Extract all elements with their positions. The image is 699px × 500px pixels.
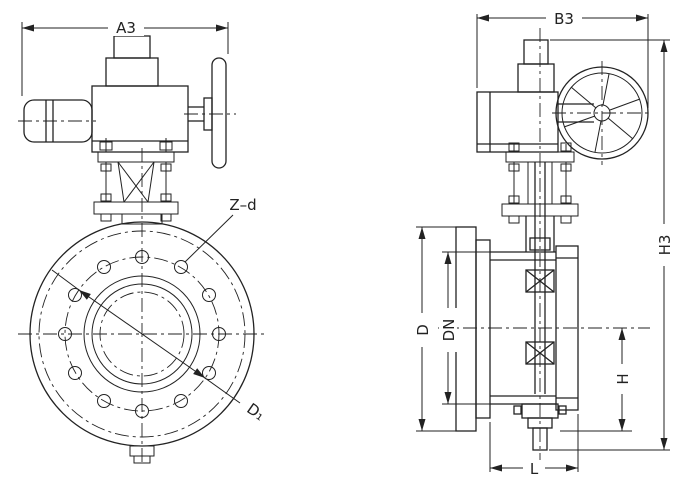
bolt-callout: Z–d xyxy=(184,196,257,263)
actuator-front xyxy=(23,35,227,169)
dimension-dn: DN xyxy=(439,251,490,405)
dim-label-h: H xyxy=(614,373,632,384)
handwheel-hub-side xyxy=(593,104,611,122)
front-view: A3 Z–d D₁ xyxy=(18,19,268,464)
handwheel-front xyxy=(211,57,227,169)
actuator-side xyxy=(476,39,594,153)
dim-label-h3: H3 xyxy=(656,235,674,256)
dim-label-d1: D₁ xyxy=(244,399,269,424)
dimension-d1: D₁ xyxy=(51,269,269,424)
bolt-callout-label: Z–d xyxy=(229,196,256,214)
mounting-bracket-side xyxy=(501,142,579,224)
valve-body-side xyxy=(455,162,579,451)
dimension-b3: B3 xyxy=(476,10,649,108)
mounting-bracket-front xyxy=(93,138,179,225)
packing-gland xyxy=(529,237,551,251)
handwheel-rim xyxy=(555,66,649,160)
dim-label-a3: A3 xyxy=(116,19,136,37)
dim-label-dn: DN xyxy=(440,319,458,342)
handwheel-side xyxy=(552,61,652,165)
lower-hub-bearing xyxy=(525,341,555,365)
dimension-h: H xyxy=(560,328,632,432)
drain-boss xyxy=(129,445,155,464)
upper-hub-bearing xyxy=(525,269,555,293)
dim-label-b3: B3 xyxy=(554,10,574,28)
dimension-h3: H3 xyxy=(549,39,674,451)
side-view: B3 H3 D DN xyxy=(413,10,674,478)
dimension-d: D xyxy=(413,226,456,432)
handwheel-spoke xyxy=(609,98,641,111)
dim-label-d: D xyxy=(414,324,432,336)
dimension-a3: A3 xyxy=(21,19,229,96)
dim-label-l: L xyxy=(530,460,539,478)
dimension-l: L xyxy=(489,414,579,478)
